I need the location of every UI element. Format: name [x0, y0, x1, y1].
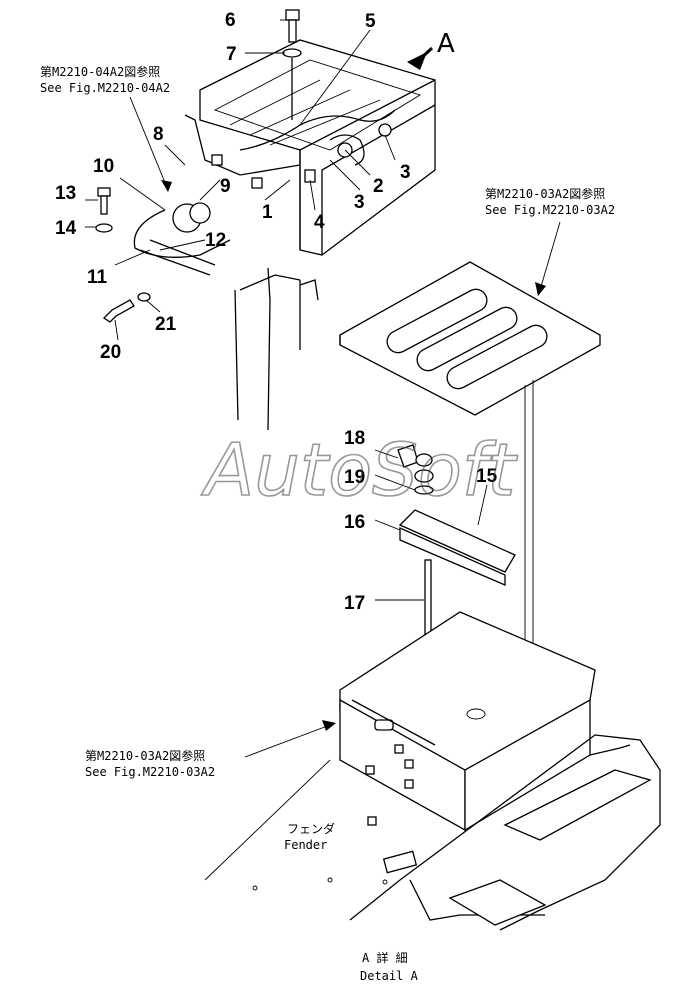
part-number: 17 [344, 593, 365, 614]
part-number: 16 [344, 512, 365, 533]
part-number: 7 [226, 44, 237, 65]
part-number: 11 [87, 267, 108, 288]
part-number: 15 [476, 466, 498, 487]
part-number: 10 [93, 156, 114, 177]
watermark: AutoSoft [201, 428, 518, 512]
part-number: 18 [344, 428, 365, 449]
part-number: 13 [55, 183, 76, 204]
fender-label-en: Fender [284, 838, 327, 852]
ref-bottom-jp: 第M2210-03A2図参照 [85, 748, 205, 763]
detail-label-jp: A 詳 細 [362, 950, 408, 965]
part-number: 20 [100, 342, 121, 363]
view-a-label: A [437, 29, 455, 59]
part-number: 12 [205, 230, 226, 251]
battery-cover [339, 261, 601, 745]
battery-tray [339, 611, 596, 832]
ref-right-en: See Fig.M2210-03A2 [485, 203, 615, 217]
ref-right-jp: 第M2210-03A2図参照 [485, 186, 605, 201]
part-number: 19 [344, 467, 365, 488]
part-number: 3 [400, 162, 411, 183]
upper-battery-assembly [95, 9, 436, 323]
part-number: 14 [55, 218, 77, 239]
part-number: 4 [314, 212, 325, 233]
fender-frame [204, 734, 661, 931]
part-number: 5 [365, 11, 376, 32]
ref-top-left-jp: 第M2210-04A2図参照 [40, 64, 160, 79]
part-number: 9 [220, 176, 231, 197]
reference-notes: 第M2210-04A2図参照 See Fig.M2210-04A2 第M2210… [40, 64, 615, 983]
detail-label-en: Detail A [360, 969, 419, 983]
view-a-marker: A [407, 29, 455, 70]
part-number: 2 [373, 176, 384, 197]
ref-top-left-en: See Fig.M2210-04A2 [40, 81, 170, 95]
part-number: 6 [225, 10, 236, 31]
leader-lines [85, 19, 561, 758]
part-number: 3 [354, 192, 365, 213]
part-number-labels: 6 7 5 8 10 9 2 3 3 13 14 1 4 12 11 21 20… [55, 10, 498, 614]
ref-bottom-en: See Fig.M2210-03A2 [85, 765, 215, 779]
part-number: 21 [155, 314, 177, 335]
fender-label-jp: フェンダ [287, 821, 335, 836]
part-number: 8 [153, 124, 164, 145]
left-bracket [234, 267, 319, 431]
part-number: 1 [262, 202, 273, 223]
